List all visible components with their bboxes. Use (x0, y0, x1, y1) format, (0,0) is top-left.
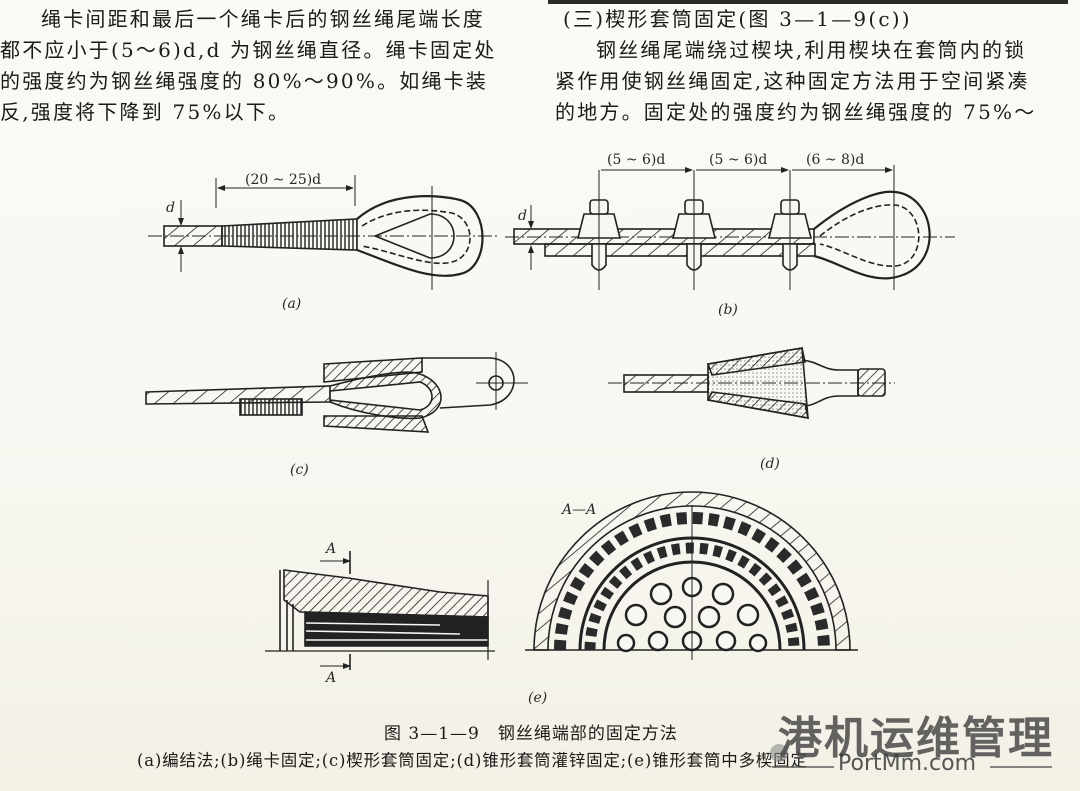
figure-e-section-mark-bottom: A (326, 670, 337, 686)
figure-a-splice (148, 175, 498, 290)
right-text-column: (三)楔形套筒固定(图 3—1—9(c)) 钢丝绳尾端绕过楔块,利用楔块在套筒内… (555, 4, 1080, 128)
figure-e-section-aa (525, 491, 858, 660)
figure-b-dimension-2: (5 ~ 6)d (709, 152, 768, 168)
clip-1 (576, 170, 622, 290)
figure-c-label: (c) (290, 462, 309, 478)
page-top-rule (548, 0, 1068, 4)
watermark-rule-right (990, 766, 1052, 768)
figure-a-diameter-symbol: d (166, 200, 175, 216)
figure-a-dimension: (20 ~ 25)d (245, 172, 322, 188)
clip-3 (767, 170, 813, 290)
paragraph-line: 的强度约为钢丝绳强度的 80%～90%。如绳卡装 (0, 69, 489, 93)
figure-e-section-view-label: A—A (562, 502, 597, 518)
paragraph-line: 紧作用使钢丝绳固定,这种固定方法用于空间紧凑 (555, 69, 1030, 93)
paragraph-line: 反,强度将下降到 75%以下。 (0, 100, 291, 124)
figure-caption: 图 3—1—9 钢丝绳端部的固定方法 (384, 724, 678, 744)
left-text-column: 绳卡间距和最后一个绳卡后的钢丝绳尾端长度 都不应小于(5～6)d,d 为钢丝绳直… (0, 4, 530, 128)
figure-b-dimension-1: (5 ~ 6)d (607, 152, 666, 168)
watermark-title: 港机运维管理 (778, 713, 1054, 764)
figure-d-cone-socket (608, 347, 895, 419)
figure-d-label: (d) (760, 456, 780, 472)
figure-subcaption: (a)编结法;(b)绳卡固定;(c)楔形套筒固定;(d)锥形套筒灌锌固定;(e)… (137, 751, 808, 770)
figure-b-dimension-3: (6 ~ 8)d (806, 152, 865, 168)
figure-e-label: (e) (528, 690, 548, 706)
section-heading: (三)楔形套筒固定(图 3—1—9(c)) (563, 7, 912, 31)
figure-b-label: (b) (718, 302, 738, 318)
watermark-logo-icon (770, 744, 788, 762)
figure-e-side-view (265, 551, 495, 670)
paragraph-line: 绳卡间距和最后一个绳卡后的钢丝绳尾端长度 (41, 7, 485, 31)
paragraph-line: 都不应小于(5～6)d,d 为钢丝绳直径。绳卡固定处 (0, 38, 497, 62)
figure-c-wedge-socket (145, 352, 528, 433)
paragraph-line: 的地方。固定处的强度约为钢丝绳强度的 75%～ (555, 100, 1037, 124)
clip-2 (671, 170, 717, 290)
figure-b-diameter-symbol: d (518, 208, 527, 224)
paragraph-line: 钢丝绳尾端绕过楔块,利用楔块在套筒内的锁 (596, 38, 1027, 62)
watermark-rule-left (772, 766, 834, 768)
figure-a-label: (a) (282, 296, 302, 312)
watermark-url: PortMm.com (838, 751, 977, 776)
figure-b-clips (505, 165, 955, 290)
figure-e-section-mark-top: A (326, 541, 337, 557)
